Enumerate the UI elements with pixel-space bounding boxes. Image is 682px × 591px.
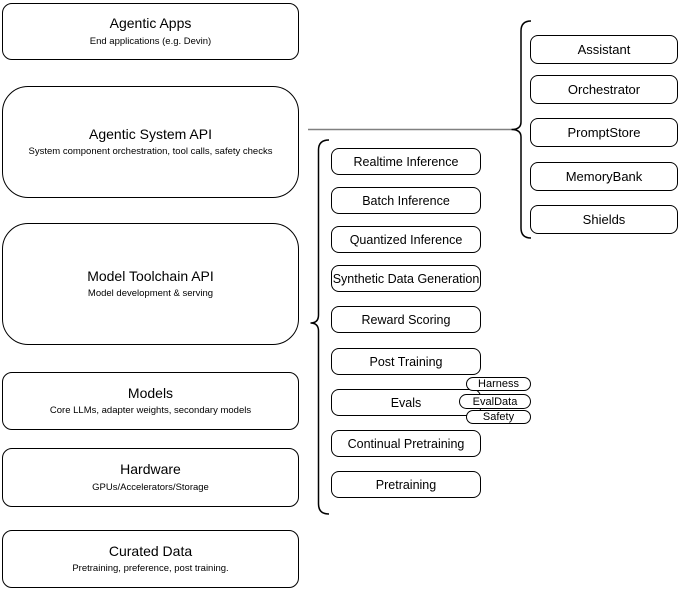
layer-box-hardware: Hardware GPUs/Accelerators/Storage bbox=[2, 448, 299, 507]
layer-subtitle: System component orchestration, tool cal… bbox=[28, 146, 273, 158]
box-label: PromptStore bbox=[567, 125, 641, 140]
box-label: Batch Inference bbox=[362, 193, 450, 208]
layer-title: Agentic System API bbox=[89, 125, 212, 142]
system-box-orchestrator: Orchestrator bbox=[530, 75, 678, 104]
toolchain-bracket bbox=[310, 139, 330, 515]
box-label: MemoryBank bbox=[565, 169, 643, 184]
pill-label: Safety bbox=[482, 411, 515, 423]
box-label: Shields bbox=[582, 212, 626, 227]
eval-tag-evaldata: EvalData bbox=[459, 394, 531, 409]
system-box-assistant: Assistant bbox=[530, 35, 678, 64]
layer-subtitle: End applications (e.g. Devin) bbox=[89, 35, 212, 47]
system-components-bracket bbox=[511, 20, 532, 239]
system-box-shields: Shields bbox=[530, 205, 678, 234]
box-label: Realtime Inference bbox=[353, 154, 459, 169]
toolchain-box-post-training: Post Training bbox=[331, 348, 481, 375]
system-box-promptstore: PromptStore bbox=[530, 118, 678, 147]
box-label: Post Training bbox=[369, 354, 443, 369]
pill-label: EvalData bbox=[472, 395, 518, 408]
toolchain-box-realtime-inference: Realtime Inference bbox=[331, 148, 481, 175]
layer-subtitle: GPUs/Accelerators/Storage bbox=[92, 481, 209, 493]
layer-title: Model Toolchain API bbox=[87, 267, 214, 284]
toolchain-box-evals: Evals bbox=[331, 389, 481, 416]
layer-subtitle: Model development & serving bbox=[87, 288, 214, 300]
system-box-memorybank: MemoryBank bbox=[530, 162, 678, 191]
layer-subtitle: Pretraining, preference, post training. bbox=[72, 563, 229, 575]
box-label: Continual Pretraining bbox=[347, 436, 465, 451]
layer-box-models: Models Core LLMs, adapter weights, secon… bbox=[2, 372, 299, 430]
layer-box-curated-data: Curated Data Pretraining, preference, po… bbox=[2, 530, 299, 588]
layer-box-model-toolchain-api: Model Toolchain API Model development & … bbox=[2, 223, 299, 345]
toolchain-box-pretraining: Pretraining bbox=[331, 471, 481, 498]
layer-box-agentic-system-api: Agentic System API System component orch… bbox=[2, 86, 299, 198]
toolchain-box-synthetic-data-generation: Synthetic Data Generation bbox=[331, 265, 481, 292]
layer-box-agentic-apps: Agentic Apps End applications (e.g. Devi… bbox=[2, 3, 299, 60]
toolchain-box-batch-inference: Batch Inference bbox=[331, 187, 481, 214]
pill-label: Harness bbox=[478, 378, 519, 390]
box-label: Pretraining bbox=[375, 477, 437, 492]
box-label: Reward Scoring bbox=[361, 312, 451, 327]
layer-title: Agentic Apps bbox=[109, 15, 192, 32]
eval-tag-harness: Harness bbox=[466, 377, 531, 391]
box-label: Quantized Inference bbox=[349, 232, 463, 247]
box-label: Assistant bbox=[577, 42, 631, 57]
toolchain-box-continual-pretraining: Continual Pretraining bbox=[331, 430, 481, 457]
box-label: Synthetic Data Generation bbox=[332, 271, 480, 286]
toolchain-box-quantized-inference: Quantized Inference bbox=[331, 226, 481, 253]
toolchain-box-reward-scoring: Reward Scoring bbox=[331, 306, 481, 333]
eval-tag-safety: Safety bbox=[466, 410, 531, 424]
layer-subtitle: Core LLMs, adapter weights, secondary mo… bbox=[49, 405, 252, 417]
layer-title: Models bbox=[127, 384, 174, 401]
layer-title: Hardware bbox=[120, 461, 181, 478]
layer-title: Curated Data bbox=[108, 542, 193, 559]
box-label: Evals bbox=[390, 395, 422, 410]
box-label: Orchestrator bbox=[567, 82, 641, 97]
